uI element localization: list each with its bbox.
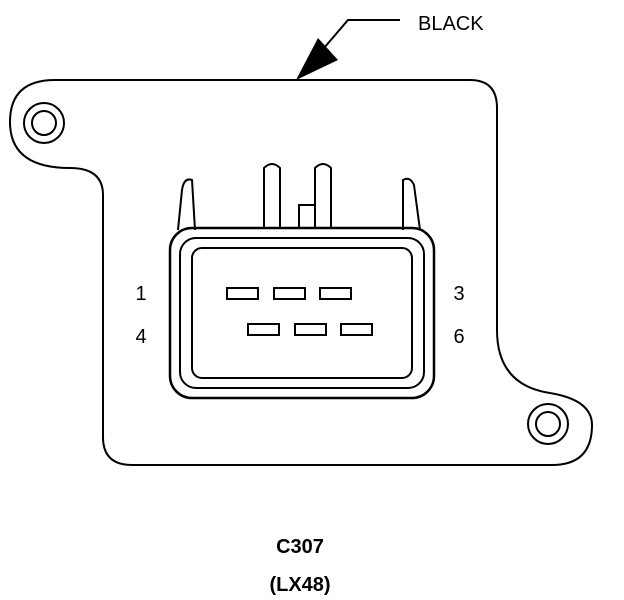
pin-4 (247, 323, 280, 336)
pin-6 (340, 323, 373, 336)
harness-code: (LX48) (269, 574, 330, 596)
mounting-plate (8, 79, 594, 466)
mounting-hole-top-left (23, 102, 65, 144)
pin-3 (319, 287, 352, 300)
pin-5 (294, 323, 327, 336)
connector-housing-inner (179, 237, 425, 389)
pin-label-6: 6 (453, 326, 464, 348)
mounting-hole-bottom-right (527, 403, 569, 445)
callout-arrow (296, 19, 400, 80)
pin-label-1: 1 (135, 283, 146, 305)
pin-label-4: 4 (135, 326, 146, 348)
connector-cavity (191, 247, 413, 379)
pin-2 (273, 287, 306, 300)
pin-1 (226, 287, 259, 300)
connector-latch (177, 163, 421, 231)
connector-id: C307 (276, 536, 324, 558)
connector-housing-outer (168, 226, 436, 400)
pin-label-3: 3 (453, 283, 464, 305)
color-label: BLACK (418, 13, 484, 35)
